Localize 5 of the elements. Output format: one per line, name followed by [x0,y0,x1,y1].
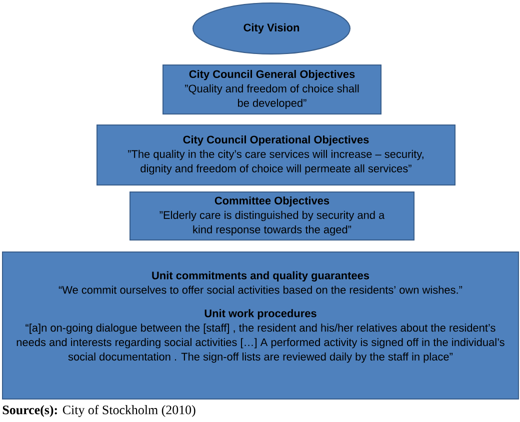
objectives-box: Unit commitments and quality guarantees “We commit ourselves to offer social activities based on the residents’ own wishes.” Unit work procedures “[a]n on-going dialogue between the [staff] , the resident and his/her relatives about the resident’s needs and interests regarding social activities […] A performed activity is signed off in the individual’s social documentation . The sign-off lists are reviewed daily by the staff in place” [2,252,519,400]
objectives-box: City Council General Objectives ”Quality and freedom of choice shall be developed” [162,64,382,114]
source-caption: Source(s): City of Stockholm (2010) [2,405,196,417]
objectives-box: Committee Objectives ”Elderly care is distinguished by security and a kind response towards the aged” [130,192,414,240]
objectives-box: City Council Operational Objectives ”The quality in the city’s care services will increase – security, dignity and freedom of choice will permeate all services” [96,124,456,186]
